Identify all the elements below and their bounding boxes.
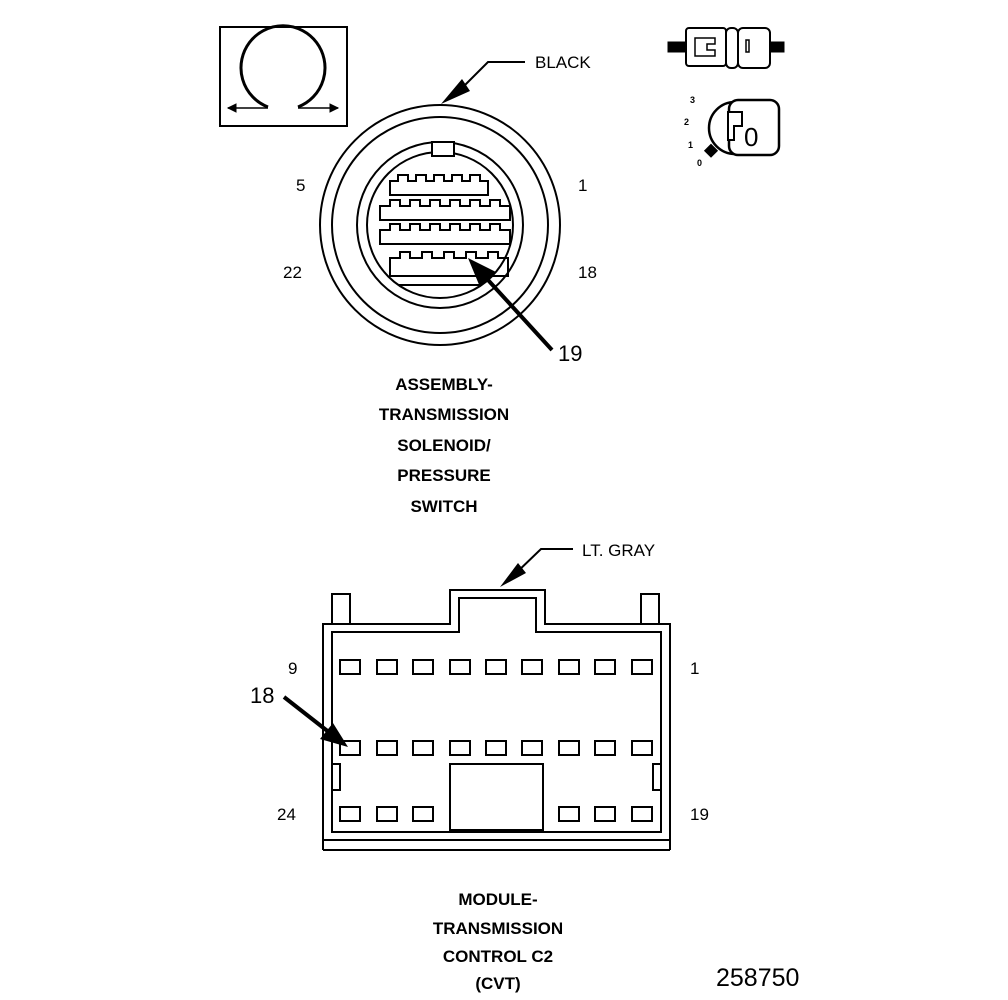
ohmmeter-icon — [219, 24, 348, 127]
svg-text:MODULE-: MODULE- — [458, 890, 537, 909]
pin-18-callout-arrow — [282, 695, 348, 747]
key-label: 0 — [744, 122, 758, 152]
connector-1-title: ASSEMBLY- TRANSMISSION SOLENOID/ PRESSUR… — [379, 375, 509, 516]
connector-1-color-label: BLACK — [535, 53, 591, 72]
connector-2-color-label: LT. GRAY — [582, 541, 655, 560]
svg-text:TRANSMISSION: TRANSMISSION — [433, 919, 563, 938]
svg-text:2: 2 — [684, 117, 689, 127]
svg-text:PRESSURE: PRESSURE — [397, 466, 491, 485]
svg-text:SOLENOID/: SOLENOID/ — [397, 436, 491, 455]
svg-text:1: 1 — [688, 140, 693, 150]
svg-text:(CVT): (CVT) — [475, 974, 520, 993]
connector-1-pin-label: 22 — [283, 263, 302, 282]
connector-2-pin-label: 24 — [277, 805, 296, 824]
connector-2-pin-label: 19 — [690, 805, 709, 824]
connector-2-title: MODULE- TRANSMISSION CONTROL C2 (CVT) — [433, 890, 563, 993]
figure-number: 258750 — [716, 964, 799, 992]
ignition-key-off-icon — [703, 98, 781, 158]
key-switch-position-labels: 3 2 1 0 — [684, 95, 702, 168]
svg-text:3: 3 — [690, 95, 695, 105]
connector-2-pin-label: 9 — [288, 659, 297, 678]
pin-19-callout-arrow — [468, 258, 554, 352]
svg-text:ASSEMBLY-: ASSEMBLY- — [395, 375, 493, 394]
connector-2-callout: 18 — [250, 683, 274, 708]
svg-text:0: 0 — [697, 158, 702, 168]
round-connector-face — [319, 104, 561, 346]
svg-text:SWITCH: SWITCH — [410, 497, 477, 516]
black-color-leader — [441, 61, 525, 104]
lt-gray-color-leader — [500, 548, 573, 587]
connector-1-pin-label: 1 — [578, 176, 587, 195]
connector-1-pin-label: 18 — [578, 263, 597, 282]
svg-text:TRANSMISSION: TRANSMISSION — [379, 405, 509, 424]
svg-text:CONTROL C2: CONTROL C2 — [443, 947, 553, 966]
connector-1-pin-label: 5 — [296, 176, 305, 195]
rectangular-connector-face — [322, 589, 671, 851]
connector-1-callout: 19 — [558, 341, 582, 366]
connector-disconnect-icon — [667, 27, 785, 69]
connector-2-pin-label: 1 — [690, 659, 699, 678]
